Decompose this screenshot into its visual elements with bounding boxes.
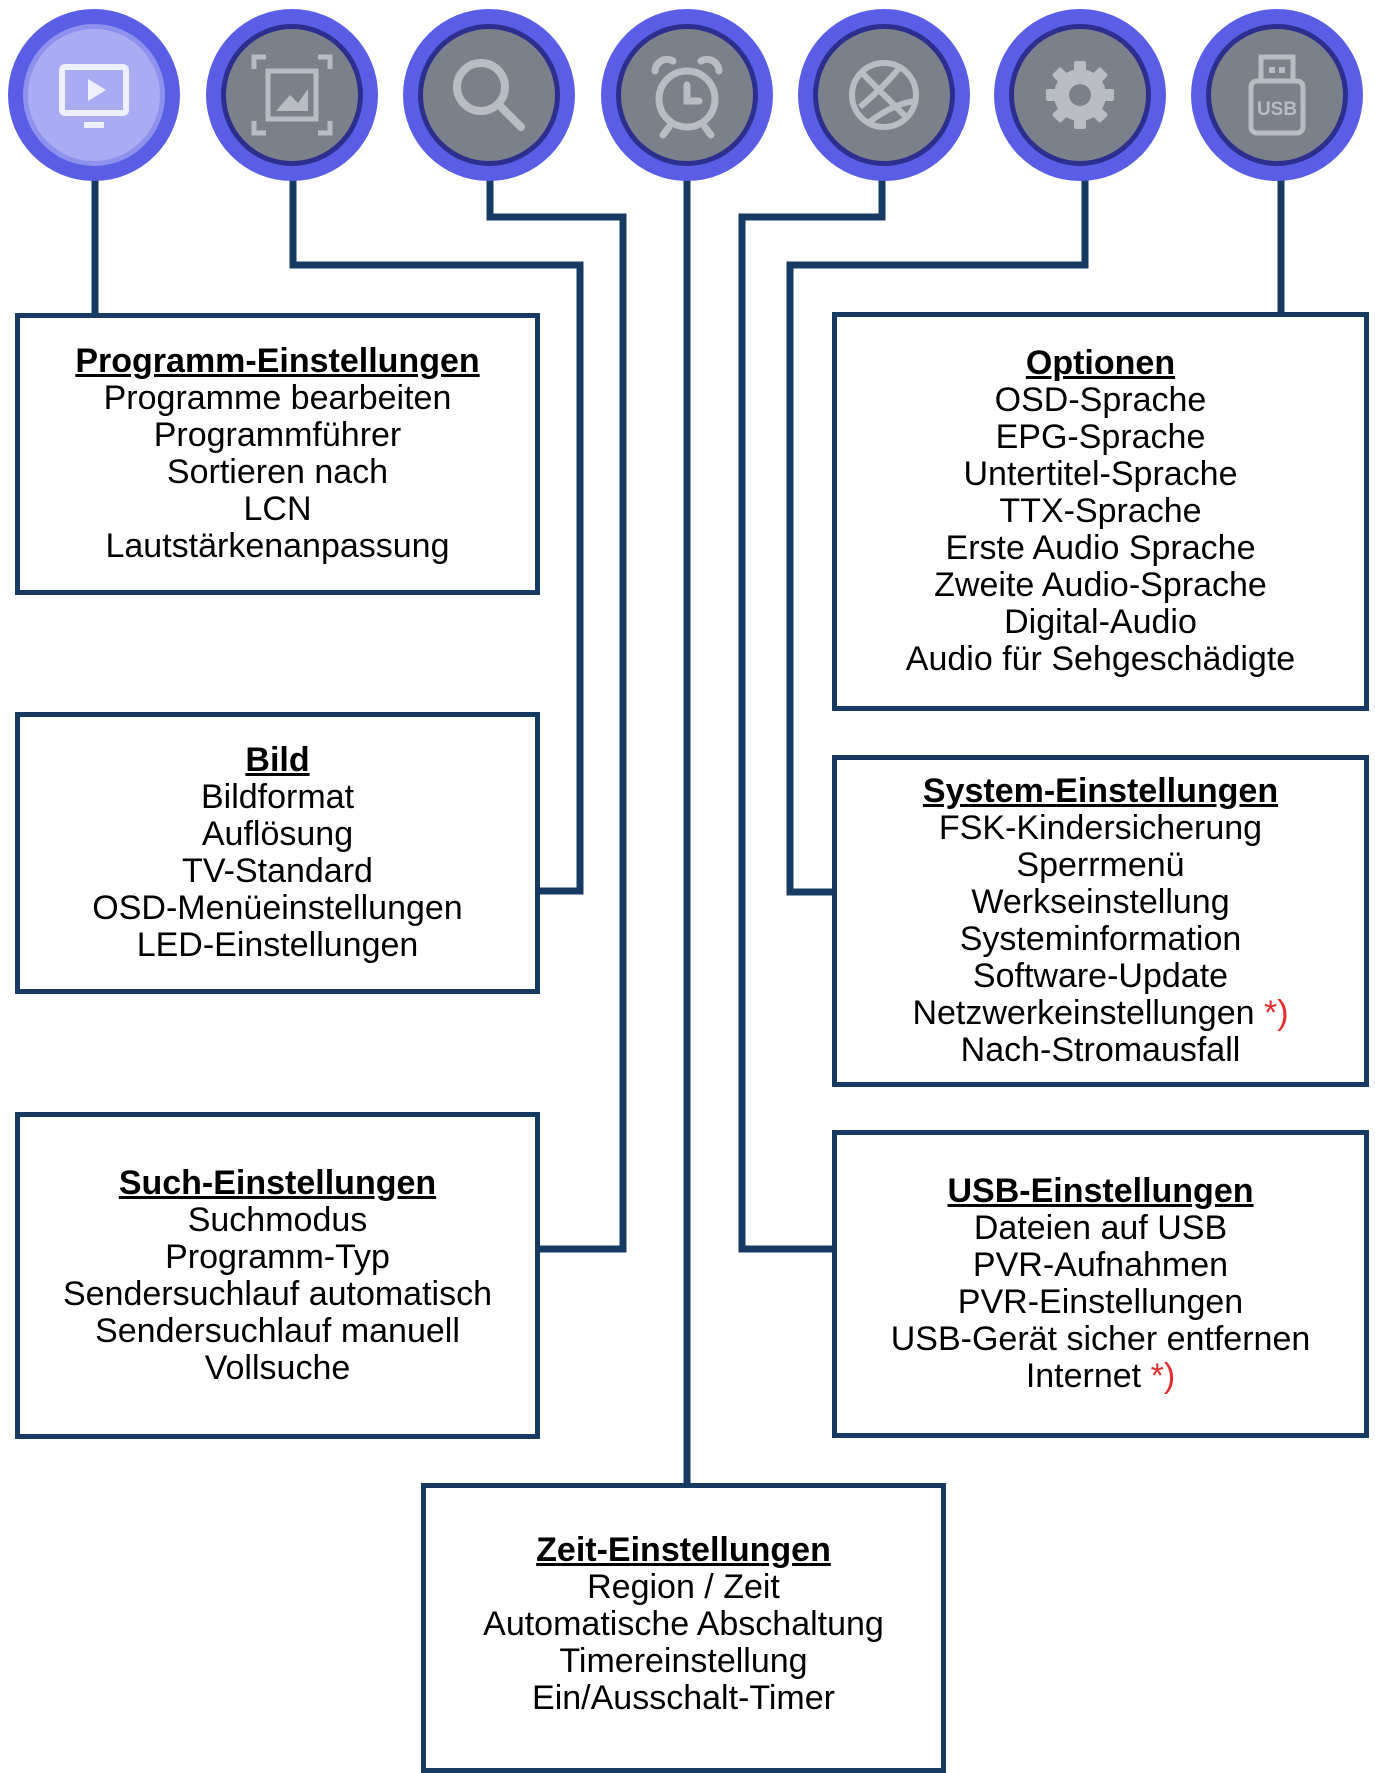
menu-item: Bildformat [200,778,355,816]
menu-item: Programm-Typ [165,1237,390,1276]
menu-item: FSK-Kindersicherung [938,809,1263,847]
system-settings-box: System-Einstellungen FSK-Kindersicherung… [832,755,1369,1087]
menu-item: Sperrmenü [1016,846,1185,884]
menu-item: Programmführer [153,416,402,454]
optionen-box: Optionen OSD-Sprache EPG-Sprache Unterti… [832,312,1369,711]
menu-item: Timereinstellung [559,1642,808,1680]
menu-item: PVR-Einstellungen [957,1283,1244,1321]
menu-item: Programme bearbeiten [103,379,452,417]
menu-item: TV-Standard [182,852,373,890]
menu-item: PVR-Aufnahmen [972,1246,1229,1284]
footnote-mark: *) [1150,1357,1176,1395]
menu-item-label: Netzwerkeinstellungen [912,994,1255,1032]
box-title: Such-Einstellungen [118,1163,437,1202]
box-title: Bild [245,741,310,779]
menu-item: Sendersuchlauf manuell [95,1311,460,1350]
box-title: System-Einstellungen [922,772,1279,810]
menu-item: Zweite Audio-Sprache [934,566,1267,604]
box-title: USB-Einstellungen [947,1172,1254,1210]
connector-system [786,170,1089,896]
menu-item: LCN [243,490,312,528]
basketball-icon[interactable] [798,9,970,181]
menu-item: Region / Zeit [587,1568,780,1606]
zeit-settings-box: Zeit-Einstellungen Region / Zeit Automat… [421,1483,946,1773]
such-settings-box: Such-Einstellungen Suchmodus Programm-Ty… [15,1112,540,1439]
usb-icon[interactable]: USB [1191,9,1363,181]
usb-settings-box: USB-Einstellungen Dateien auf USB PVR-Au… [832,1130,1369,1438]
menu-item: Digital-Audio [1004,603,1197,641]
bild-box: Bild Bildformat Auflösung TV-Standard OS… [15,712,540,994]
picture-icon[interactable] [206,9,378,181]
menu-item: Systeminformation [959,920,1242,958]
box-title: Programm-Einstellungen [75,342,480,380]
menu-item-noted: Internet *) [837,1358,1364,1395]
menu-item: Vollsuche [204,1348,351,1387]
alarm-clock-icon[interactable] [601,9,773,181]
menu-item: TTX-Sprache [999,492,1202,530]
menu-item: OSD-Sprache [994,381,1207,419]
menu-item: Sortieren nach [166,453,389,491]
usb-icon-label: USB [1257,99,1297,120]
menu-item: Software-Update [972,957,1229,995]
menu-item: Ein/Ausschalt-Timer [532,1679,835,1717]
menu-item: Sendersuchlauf automatisch [62,1274,493,1313]
tv-icon[interactable] [8,9,180,181]
menu-item: Dateien auf USB [973,1209,1228,1247]
programm-settings-box: Programm-Einstellungen Programme bearbei… [15,313,540,595]
menu-item: Untertitel-Sprache [963,455,1238,493]
menu-item-label: Internet [1025,1357,1142,1395]
menu-item: LED-Einstellungen [136,926,419,964]
menu-item: Erste Audio Sprache [945,529,1256,567]
menu-item: Automatische Abschaltung [483,1605,884,1643]
connector-usb-settings [738,170,886,1253]
menu-item: Lautstärkenanpassung [105,527,450,565]
box-title: Zeit-Einstellungen [536,1531,831,1569]
menu-item: Auflösung [201,815,354,853]
connector-bild [289,170,584,895]
menu-item: Werkseinstellung [971,883,1230,921]
connector-such [486,170,627,1253]
menu-item: Nach-Stromausfall [960,1031,1241,1069]
menu-item: Suchmodus [187,1200,368,1239]
gear-icon[interactable] [994,9,1166,181]
footnote-mark: *) [1263,994,1289,1032]
menu-item: EPG-Sprache [995,418,1206,456]
menu-item: USB-Gerät sicher entfernen [890,1320,1311,1358]
menu-item-noted: Netzwerkeinstellungen *) [837,995,1364,1032]
search-icon[interactable] [403,9,575,181]
menu-item: OSD-Menüeinstellungen [92,889,463,927]
menu-item: Audio für Sehgeschädigte [905,640,1296,678]
box-title: Optionen [1025,344,1176,382]
